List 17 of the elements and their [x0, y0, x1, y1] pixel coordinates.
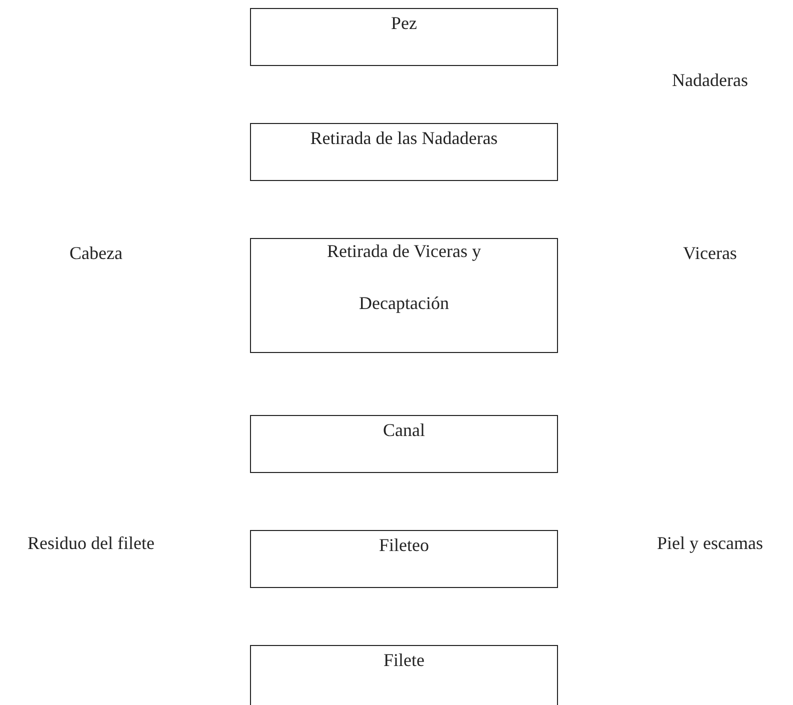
process-box — [250, 238, 558, 353]
step-label: Fileteo — [378, 534, 430, 557]
step-label: Canal — [382, 419, 426, 442]
step-label: Retirada de las Nadaderas — [309, 127, 499, 150]
byproduct-label: Viceras — [683, 243, 737, 264]
byproduct-label: Cabeza — [70, 243, 122, 264]
process-box — [250, 530, 558, 588]
byproduct-label: Nadaderas — [672, 70, 748, 91]
step-label: Pez — [390, 12, 418, 35]
process-box — [250, 8, 558, 66]
byproduct-label: Residuo del filete — [28, 533, 154, 554]
step-label: Filete — [382, 649, 426, 672]
process-box — [250, 415, 558, 473]
step-label: Retirada de Viceras y Decaptación — [326, 240, 482, 316]
byproduct-label: Piel y escamas — [657, 533, 763, 554]
process-box — [250, 645, 558, 705]
process-box — [250, 123, 558, 181]
